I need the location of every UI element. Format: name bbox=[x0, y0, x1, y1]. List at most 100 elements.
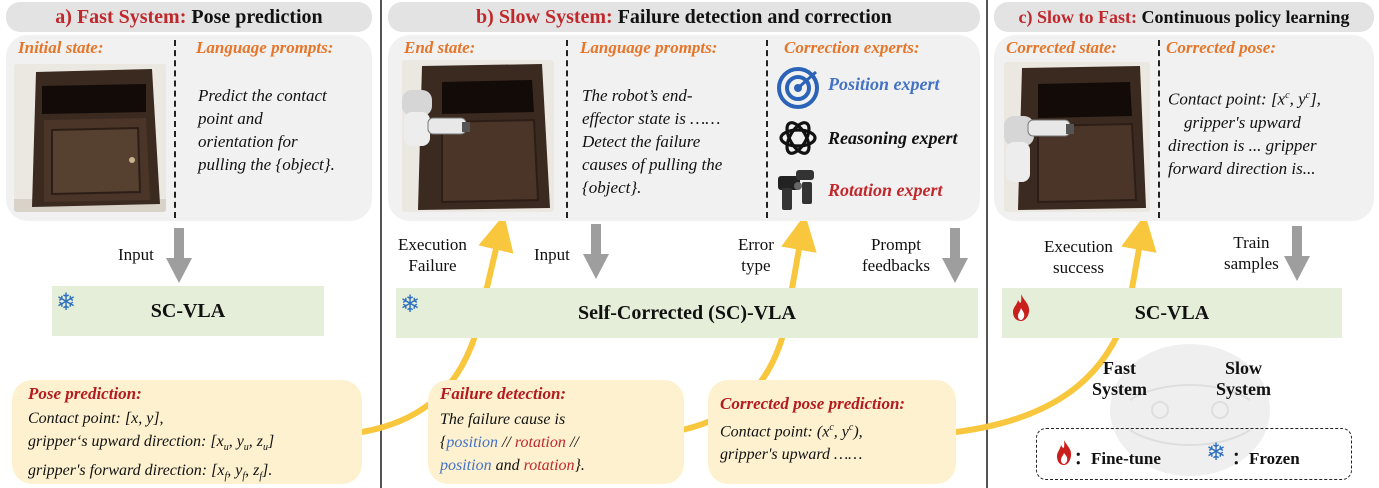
failure-detection-title: Failure detection: bbox=[440, 384, 567, 403]
execution-success-line-2: success bbox=[1052, 258, 1104, 277]
execution-failure-line-2: Failure bbox=[408, 256, 457, 275]
panel-b-dash-divider-2 bbox=[766, 40, 768, 218]
c-pose-line-2: gripper's upward bbox=[1184, 112, 1301, 132]
panel-a-prompt-text: Predict the contact point and orientatio… bbox=[198, 84, 335, 176]
initial-state-photo bbox=[14, 64, 166, 212]
panel-b-header: b) Slow System: Failure detection and co… bbox=[388, 2, 980, 32]
corrected-pose-title: Corrected pose prediction: bbox=[720, 394, 906, 413]
panel-a-prompts-label: Language prompts: bbox=[196, 38, 334, 57]
panel-b-header-tag: b) Slow System: bbox=[476, 6, 613, 28]
panel-b-header-title: Failure detection and correction bbox=[612, 6, 892, 28]
execution-success-label: Execution success bbox=[1044, 236, 1113, 278]
prompt-b-line-5: {object}. bbox=[582, 178, 642, 197]
c-pose-line-3: direction is ... gripper bbox=[1168, 135, 1317, 155]
execution-failure-label: Execution Failure bbox=[398, 234, 467, 276]
fast-system-label: Fast System bbox=[1092, 358, 1147, 400]
failure-line-3: position and rotation}. bbox=[440, 454, 585, 477]
panel-c-vla-label: SC-VLA bbox=[1134, 301, 1210, 324]
end-state-label: End state: bbox=[404, 38, 476, 57]
corrected-pose-text: Contact point: (xc, yc), gripper's upwar… bbox=[720, 416, 863, 466]
train-samples-line-1: Train bbox=[1233, 233, 1270, 252]
c-pose-line-1-head: Contact point: [x bbox=[1168, 89, 1286, 109]
error-type-line-1: Error bbox=[738, 235, 774, 254]
panel-c-header-tag: c) Slow to Fast: bbox=[1018, 7, 1137, 27]
failure-rotation-word-2: rotation bbox=[523, 457, 575, 474]
train-samples-label: Train samples bbox=[1224, 232, 1279, 274]
pose-line-3-tail: f, yf, zf]. bbox=[224, 462, 273, 483]
arrow-b-prompt bbox=[942, 228, 968, 283]
pose-line-2-head: gripper‘s upward direction: [x bbox=[28, 433, 224, 450]
failure-detection-box bbox=[428, 380, 684, 484]
pose-line-2: gripper‘s upward direction: [xu, yu, zu] bbox=[28, 430, 274, 459]
corrected-line-2: gripper's upward …… bbox=[720, 446, 863, 464]
error-type-label: Error type bbox=[738, 234, 774, 276]
panel-c-vla-bar: SC-VLA bbox=[1002, 288, 1342, 338]
frozen-legend-label: ：Frozen bbox=[1232, 449, 1300, 468]
gray-down-arrows bbox=[166, 224, 1310, 283]
arrow-b-input bbox=[583, 224, 609, 279]
panel-a-dash-divider bbox=[174, 40, 176, 218]
panel-c-pose-text: Contact point: [xc, yc], gripper's upwar… bbox=[1168, 84, 1321, 180]
failure-sep-1: // bbox=[497, 434, 515, 451]
snowflake-icon: ❄ bbox=[56, 290, 77, 316]
pose-prediction-text: Contact point: [x, y], gripper‘s upward … bbox=[28, 407, 274, 488]
pose-line-2-tail: u, yu, zu] bbox=[223, 433, 275, 454]
corrected-line-1: Contact point: (xc, yc), bbox=[720, 422, 863, 441]
end-state-photo bbox=[402, 60, 554, 212]
panel-a-vla-label: SC-VLA bbox=[150, 299, 226, 322]
c-pose-line-4: forward direction is... bbox=[1168, 158, 1316, 178]
execution-failure-line-1: Execution bbox=[398, 235, 467, 254]
position-expert-label: Position expert bbox=[828, 74, 940, 94]
cabinet-robot-image bbox=[402, 60, 554, 212]
error-type-line-2: type bbox=[741, 256, 771, 275]
panel-a-header-title: Pose prediction bbox=[186, 6, 323, 28]
arrow-c-train bbox=[1284, 226, 1310, 281]
corrected-state-photo bbox=[1004, 62, 1150, 212]
panel-a-header-tag: a) Fast System: bbox=[55, 6, 187, 28]
corrected-pose-box bbox=[708, 380, 956, 484]
failure-position-word: position bbox=[446, 434, 498, 451]
robot-gripper-icon bbox=[778, 170, 814, 210]
legend-box bbox=[1036, 428, 1352, 480]
execution-success-line-1: Execution bbox=[1044, 237, 1113, 256]
separator-a-b bbox=[380, 0, 382, 488]
panel-b-prompt-text: The robot’s end- effector state is …… De… bbox=[582, 84, 722, 199]
correction-experts-label: Correction experts: bbox=[784, 38, 920, 57]
failure-line-1: The failure cause is bbox=[440, 411, 566, 428]
failure-rotation-word: rotation bbox=[514, 434, 566, 451]
slow-system-label: Slow System bbox=[1216, 358, 1271, 400]
failure-detection-text: The failure cause is {position // rotati… bbox=[440, 408, 585, 477]
failure-position-word-2: position bbox=[440, 457, 492, 474]
snowflake-icon: ❄ bbox=[1206, 440, 1227, 466]
panel-a-input-label: Input bbox=[118, 245, 154, 264]
panel-b-vla-bar: Self-Corrected (SC)-VLA bbox=[396, 288, 978, 338]
prompt-b-line-4: causes of pulling the bbox=[582, 155, 723, 174]
panel-b-vla-label: Self-Corrected (SC)-VLA bbox=[578, 301, 796, 324]
prompt-a-line-3: orientation for bbox=[198, 132, 298, 151]
pose-line-3: gripper's forward direction: [xf, yf, zf… bbox=[28, 459, 274, 488]
brace-close: }. bbox=[574, 457, 585, 474]
brace-open: { bbox=[440, 434, 447, 451]
pose-line-3-head: gripper's forward direction: [x bbox=[28, 462, 225, 480]
panel-a-vla-bar: SC-VLA bbox=[52, 286, 324, 336]
openai-logo-icon bbox=[779, 121, 817, 155]
prompt-b-line-2: effector state is …… bbox=[582, 109, 721, 128]
prompt-a-line-2: point and bbox=[198, 109, 263, 128]
panel-b-input-label: Input bbox=[534, 245, 570, 264]
fire-icon bbox=[1013, 294, 1030, 321]
prompt-feedbacks-line-1: Prompt bbox=[870, 235, 922, 254]
panel-c-header: c) Slow to Fast: Continuous policy learn… bbox=[994, 2, 1374, 32]
panel-c-header-title: Continuous policy learning bbox=[1136, 7, 1350, 27]
panel-a-header: a) Fast System: Pose prediction bbox=[6, 2, 372, 32]
corrected-line-1-head: Contact point: (x bbox=[720, 423, 830, 441]
failure-and: and bbox=[491, 457, 524, 474]
arrow-a-input bbox=[166, 228, 192, 283]
fire-icon bbox=[1057, 440, 1072, 465]
pose-line-1: Contact point: [x, y], bbox=[28, 410, 164, 427]
prompt-b-line-1: The robot’s end- bbox=[582, 86, 693, 105]
prompt-b-line-3: Detect the failure bbox=[582, 132, 701, 151]
slow-system-line-1: Slow bbox=[1224, 358, 1262, 378]
cabinet-image bbox=[14, 64, 166, 212]
c-pose-line-1: Contact point: [xc, yc], bbox=[1168, 89, 1321, 109]
pose-prediction-title: Pose prediction: bbox=[28, 384, 142, 403]
